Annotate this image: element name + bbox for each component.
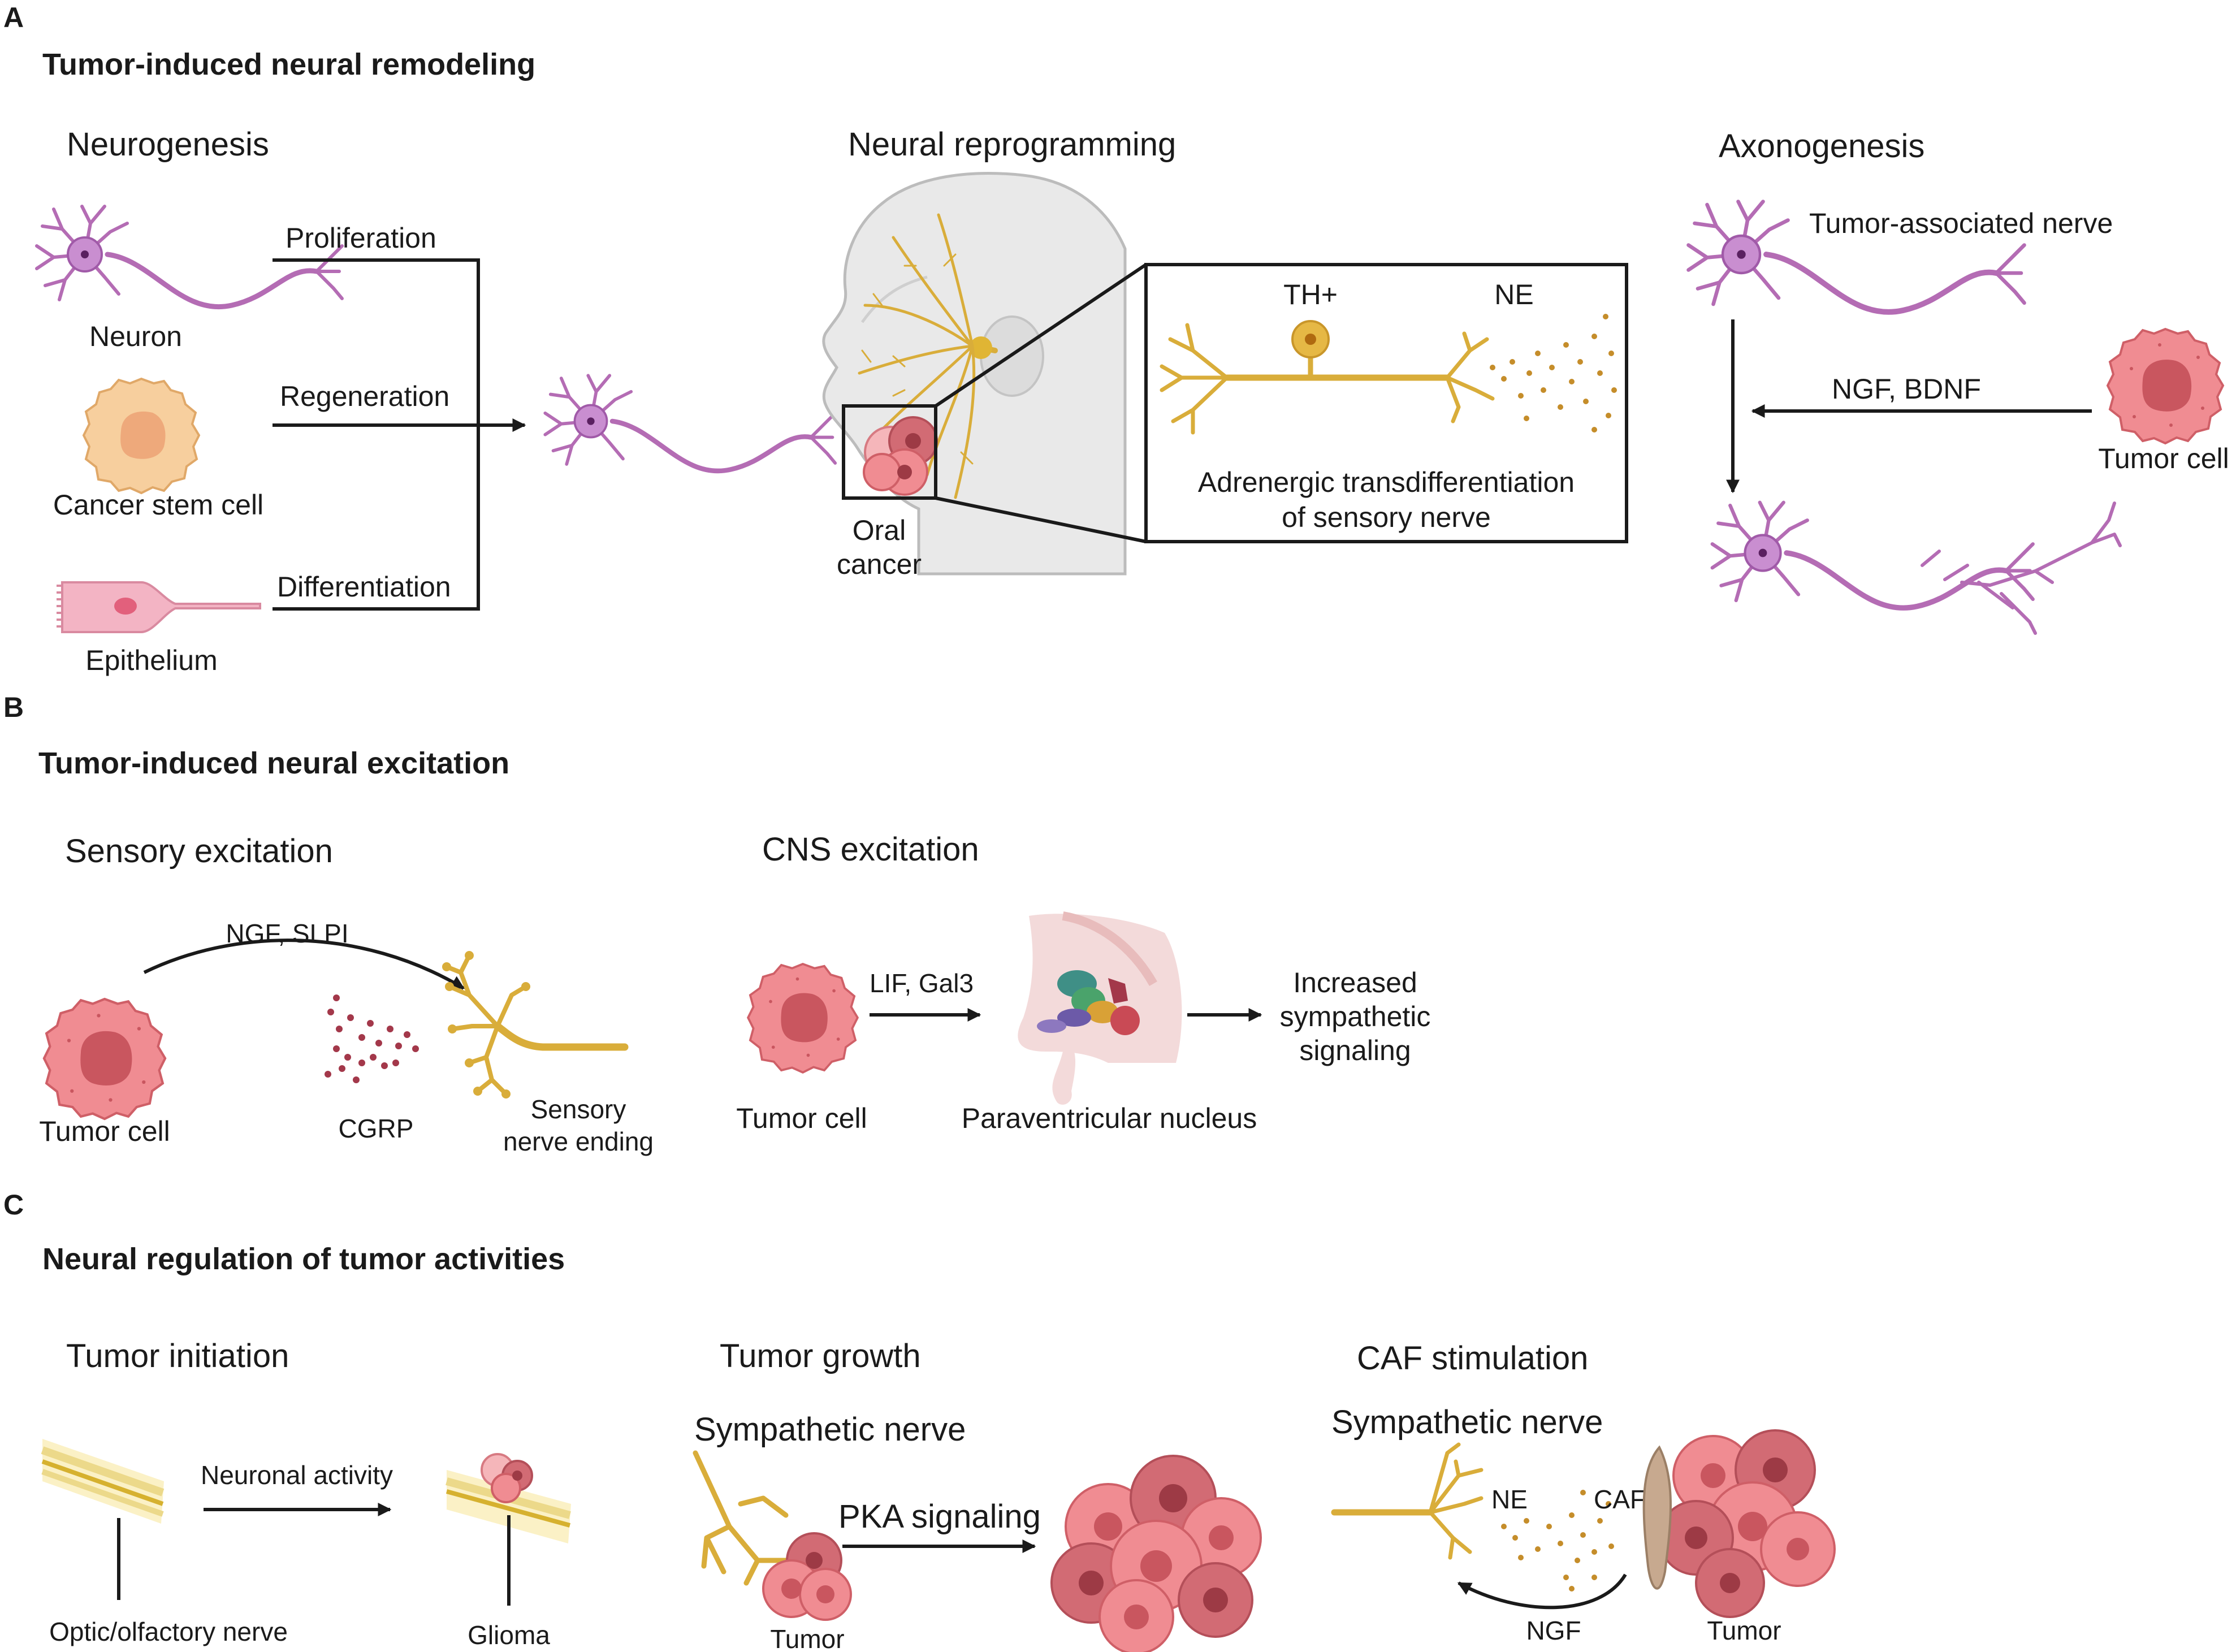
neuron-icon <box>37 206 342 307</box>
caf-cell-icon <box>1642 1445 1672 1590</box>
paraventricular-nucleus-label: Paraventricular nucleus <box>962 1102 1257 1134</box>
small-tumor-cluster <box>762 1532 852 1621</box>
sensory-excitation-section: Sensory excitation Tumor cell NGF, SLPI … <box>39 833 654 1156</box>
tumor-growth-heading: Tumor growth <box>720 1338 921 1374</box>
cns-excitation-section: CNS excitation Tumor cell LIF, Gal3 Para… <box>736 831 1430 1134</box>
paraventricular-nucleus-icon <box>1018 911 1182 1105</box>
sensory-tumor-cell-label: Tumor cell <box>39 1115 170 1147</box>
tumor-growth-section: Tumor growth Sympathetic nerve Tumor PKA… <box>693 1338 1262 1652</box>
outcome-line1: Increased <box>1293 967 1417 998</box>
zoom-line-bottom <box>935 496 1147 543</box>
cns-tumor-cell-label: Tumor cell <box>736 1102 867 1134</box>
cgrp-label: CGRP <box>339 1114 414 1143</box>
growth-sympathetic-nerve-label: Sympathetic nerve <box>694 1411 966 1448</box>
head-illustration <box>822 172 1147 576</box>
tumor-initiation-section: Tumor initiation Optic/olfactory nerve N… <box>41 1338 571 1650</box>
new-neuron-icon <box>545 375 835 471</box>
oral-cancer-label-line2: cancer <box>837 548 922 580</box>
regeneration-label: Regeneration <box>280 380 449 412</box>
transdifferentiation-caption-line2: of sensory nerve <box>1282 501 1491 533</box>
tumor-initiation-heading: Tumor initiation <box>66 1338 289 1374</box>
optic-nerve-icon <box>41 1439 165 1524</box>
branched-axon-neuron-icon <box>1712 503 2122 635</box>
panel-b-letter: B <box>3 691 24 723</box>
caf-tumor-label: Tumor <box>1707 1616 1781 1645</box>
sensory-nerve-ending-label-line2: nerve ending <box>503 1127 654 1156</box>
axonogenesis-tumor-cell-icon <box>2107 328 2224 444</box>
neural-reprogramming-heading: Neural reprogramming <box>848 126 1176 163</box>
neurogenesis-heading: Neurogenesis <box>67 126 269 163</box>
sensory-nerve-ending-label-line1: Sensory <box>531 1095 626 1124</box>
differentiation-label: Differentiation <box>277 571 451 603</box>
caf-ne-dots <box>1501 1490 1614 1592</box>
epithelium-label: Epithelium <box>85 645 217 676</box>
ngf-feedback-arrow <box>1457 1573 1627 1610</box>
axonogenesis-section: Axonogenesis Tumor-associated nerve NGF,… <box>1689 128 2229 635</box>
caf-ngf-label: NGF <box>1526 1616 1581 1645</box>
neurogenesis-section: Neurogenesis Neuron Cancer stem cell Epi… <box>37 126 835 676</box>
caf-label: CAF <box>1594 1485 1646 1514</box>
glioma-nerve-icon <box>446 1453 571 1543</box>
optic-nerve-label: Optic/olfactory nerve <box>49 1617 288 1646</box>
transdifferentiation-inset: TH+ NE Adrenergic transdifferentiation o… <box>1144 263 1628 543</box>
proliferation-label: Proliferation <box>286 222 436 254</box>
panel-c-title: Neural regulation of tumor activities <box>42 1242 565 1276</box>
glioma-label: Glioma <box>468 1620 550 1650</box>
cgrp-dots <box>325 994 419 1083</box>
cns-tumor-cell-icon <box>747 963 859 1074</box>
cns-excitation-heading: CNS excitation <box>762 831 979 868</box>
caf-ne-label: NE <box>1491 1485 1528 1514</box>
neuronal-activity-label: Neuronal activity <box>201 1460 393 1490</box>
ngf-slpi-label: NGF, SLPI <box>226 919 348 948</box>
tumor-associated-nerve-label: Tumor-associated nerve <box>1809 207 2113 239</box>
cancer-stem-cell-icon <box>82 377 201 495</box>
zoom-line-top <box>935 263 1147 408</box>
transdifferentiation-caption-line1: Adrenergic transdifferentiation <box>1198 466 1575 498</box>
growth-tumor-label: Tumor <box>770 1624 844 1652</box>
axonogenesis-tumor-cell-label: Tumor cell <box>2098 443 2229 474</box>
panel-c-letter: C <box>3 1189 24 1221</box>
panel-a-title: Tumor-induced neural remodeling <box>42 47 535 81</box>
sensory-tumor-cell-icon <box>44 999 165 1119</box>
caf-stimulation-heading: CAF stimulation <box>1357 1340 1588 1377</box>
panel-a: A Tumor-induced neural remodeling Neurog… <box>3 2 2229 676</box>
panel-b-title: Tumor-induced neural excitation <box>38 746 509 780</box>
caf-nerve-icon <box>1331 1442 1484 1560</box>
sensory-excitation-heading: Sensory excitation <box>65 833 333 870</box>
lif-gal3-label: LIF, Gal3 <box>870 968 974 998</box>
epithelium-icon <box>57 581 261 633</box>
caf-tumor-mass <box>1642 1429 1836 1618</box>
facial-nerve-branches <box>858 213 998 499</box>
caf-sympathetic-nerve-label: Sympathetic nerve <box>1331 1404 1603 1441</box>
caf-stimulation-section: CAF stimulation Sympathetic nerve NE CAF <box>1331 1340 1836 1645</box>
ngf-slpi-arrow <box>143 939 465 990</box>
pka-signaling-label: PKA signaling <box>838 1498 1041 1535</box>
ne-label: NE <box>1494 279 1533 310</box>
neural-reprogramming-section: Neural reprogramming <box>822 126 1628 580</box>
oral-tumor <box>863 416 938 496</box>
zoom-box <box>842 404 937 500</box>
neuron-label: Neuron <box>89 321 182 352</box>
outcome-line2: sympathetic <box>1280 1001 1431 1032</box>
oral-cancer-label-line1: Oral <box>853 514 906 546</box>
sensory-nerve-ending-icon <box>442 951 629 1099</box>
outcome-line3: signaling <box>1299 1035 1411 1066</box>
large-tumor-mass <box>1050 1455 1262 1652</box>
axonogenesis-heading: Axonogenesis <box>1719 128 1924 165</box>
panel-c: C Neural regulation of tumor activities … <box>3 1189 1836 1652</box>
panel-a-letter: A <box>3 2 24 33</box>
th-plus-label: TH+ <box>1283 279 1338 310</box>
ngf-bdnf-label: NGF, BDNF <box>1832 373 1981 405</box>
neurogenesis-bracket <box>273 258 480 611</box>
growth-nerve-icon <box>693 1450 794 1586</box>
cancer-stem-cell-label: Cancer stem cell <box>53 489 263 521</box>
ne-dots <box>1490 314 1617 433</box>
panel-b: B Tumor-induced neural excitation Sensor… <box>3 691 1430 1156</box>
